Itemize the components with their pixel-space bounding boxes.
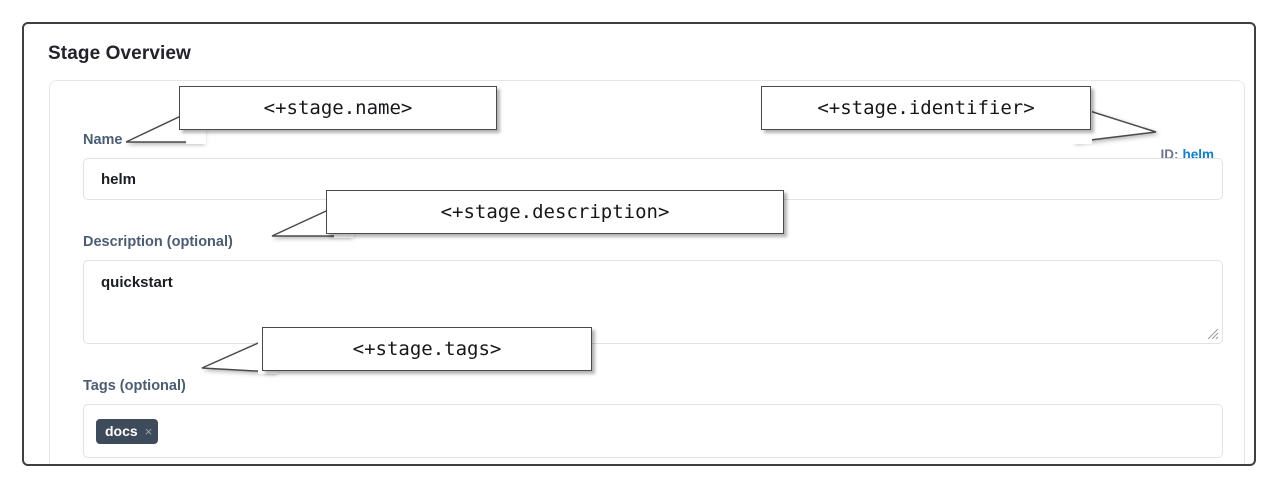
field-description: Description (optional) quickstart bbox=[83, 233, 1223, 344]
description-label: Description (optional) bbox=[83, 234, 233, 250]
callout-stage-name-text: <+stage.name> bbox=[263, 97, 413, 119]
callout-stage-tags: <+stage.tags> bbox=[262, 327, 592, 371]
callout-stage-description: <+stage.description> bbox=[326, 190, 784, 234]
callout-stage-description-text: <+stage.description> bbox=[440, 201, 670, 223]
callout-stage-tags-text: <+stage.tags> bbox=[352, 338, 502, 360]
tags-label: Tags (optional) bbox=[83, 378, 186, 394]
callout-stage-identifier-text: <+stage.identifier> bbox=[817, 97, 1035, 119]
callout-stage-identifier: <+stage.identifier> bbox=[761, 86, 1091, 130]
stage-overview-window: Stage Overview ID:helm Name Description … bbox=[22, 22, 1256, 466]
tag-chip-label: docs bbox=[105, 423, 138, 439]
field-tags: Tags (optional) docs × bbox=[83, 377, 1223, 458]
callout-stage-name: <+stage.name> bbox=[179, 86, 497, 130]
stage-overview-card: ID:helm Name Description (optional) quic… bbox=[49, 80, 1245, 464]
name-label: Name bbox=[83, 132, 123, 148]
page-title: Stage Overview bbox=[48, 43, 191, 64]
remove-tag-icon[interactable]: × bbox=[144, 423, 153, 439]
tag-chip-docs[interactable]: docs × bbox=[96, 418, 159, 444]
tags-input[interactable]: docs × bbox=[83, 404, 1223, 458]
